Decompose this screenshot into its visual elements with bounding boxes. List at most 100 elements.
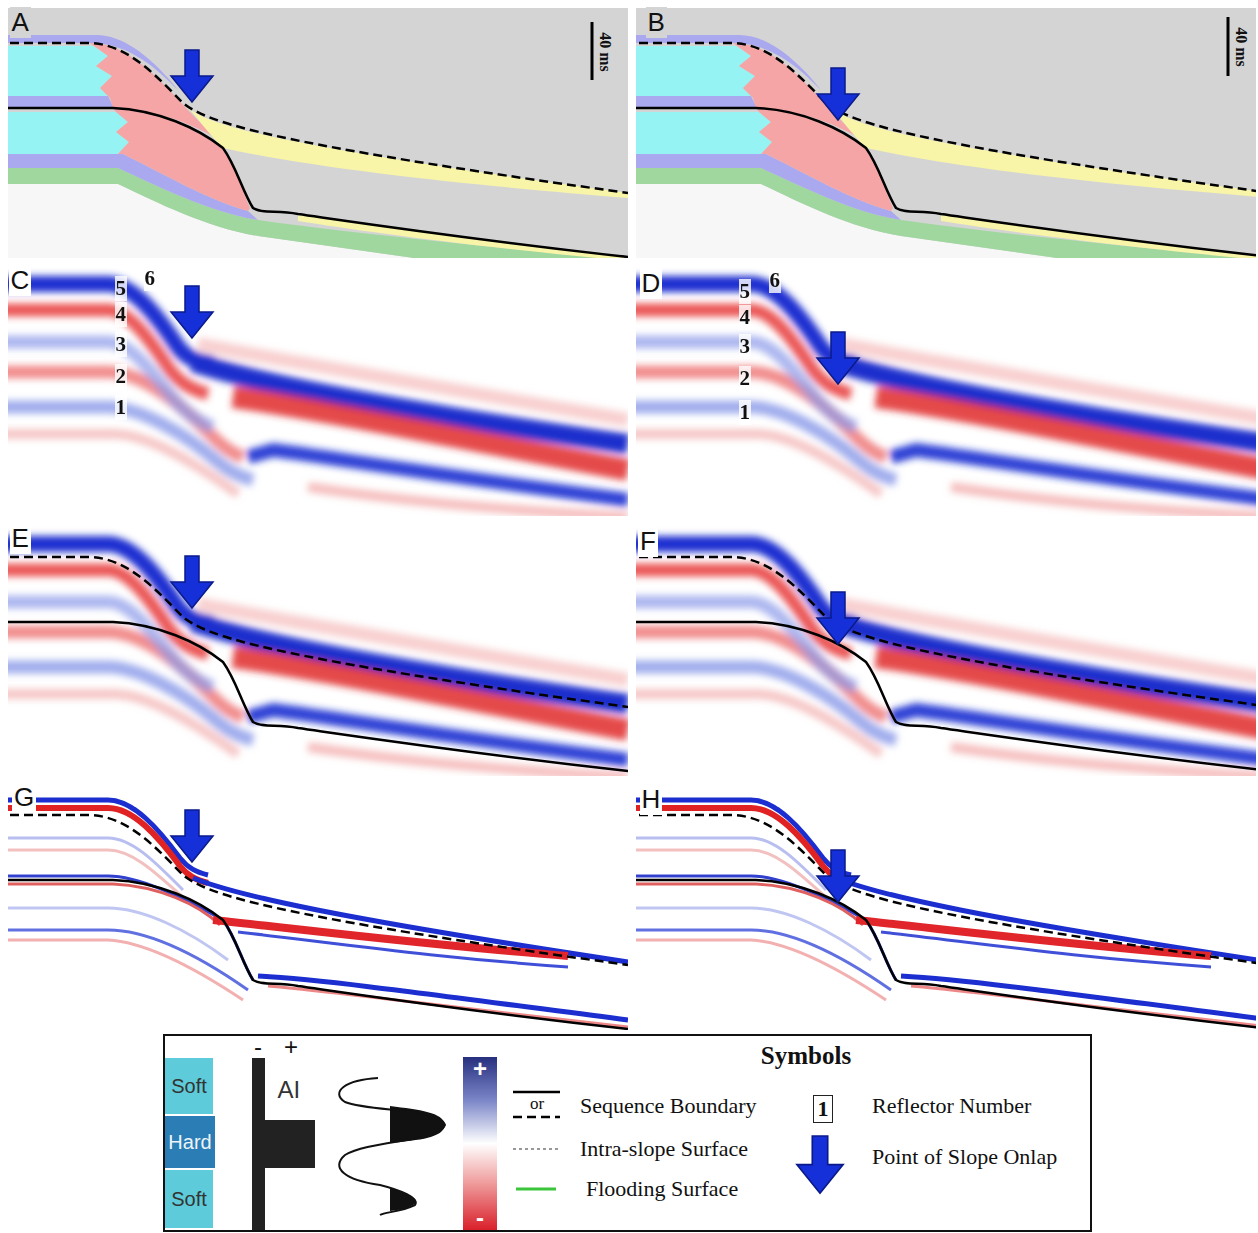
panel-model [611, 8, 1258, 261]
figure-art [797, 1136, 843, 1193]
panel-model [8, 8, 628, 258]
panel-letter: F [638, 526, 658, 557]
reflector-number: 5 [739, 279, 752, 304]
panel-seismic [0, 780, 628, 1030]
polarity-colorbar: +- [463, 1057, 497, 1230]
sample-dotted-line [513, 1148, 558, 1150]
panel-letter: C [9, 265, 32, 296]
panel-seismic [8, 522, 628, 776]
figure-art [171, 810, 213, 862]
panel-model [8, 35, 628, 258]
scale-label: 40 ms [1232, 27, 1250, 67]
panel-seismic [8, 780, 628, 1030]
panel-seismic [8, 557, 628, 771]
panel-letter: H [640, 784, 663, 815]
figure-art [817, 850, 859, 902]
panel-seismic [636, 557, 1256, 771]
node-text: 1 [818, 1098, 829, 1120]
panel-seismic [8, 815, 628, 1029]
legend-text: Intra-slope Surface [580, 1136, 748, 1162]
panel-seismic [636, 800, 1256, 1029]
lithology-box: Hard [165, 1116, 215, 1168]
panel-model [0, 8, 628, 261]
legend-frame: SymbolsSoftHardSoft+-1 [163, 1034, 1092, 1232]
reflector-number: 5 [115, 276, 128, 301]
scale-bar [591, 22, 594, 80]
scale-label: 40 ms [596, 32, 614, 72]
panel-letter: E [10, 523, 31, 554]
panel-seismic [636, 284, 1256, 516]
node-text: Soft [171, 1075, 207, 1098]
sample-dashed-line [513, 1116, 560, 1119]
panel-seismic [8, 800, 628, 1027]
figure-art [171, 556, 213, 608]
reflector-number: 6 [769, 268, 782, 293]
figure-art [797, 1136, 843, 1193]
reflector-number: 1 [115, 395, 128, 420]
impedance-sign: + [284, 1033, 298, 1061]
panel-seismic [611, 262, 1258, 517]
scale-bar [1227, 17, 1230, 76]
panel-seismic [8, 544, 628, 776]
sample-solid-line [513, 1091, 560, 1094]
node-text: - [476, 1206, 484, 1230]
panel-seismic [636, 262, 1256, 516]
panel-letter: D [640, 268, 663, 299]
figure-art [817, 68, 859, 120]
sample-green-line [516, 1188, 556, 1191]
reflector-number: 6 [144, 266, 157, 291]
panel-letter: A [10, 7, 31, 38]
figure-art [817, 332, 859, 384]
panel-seismic [636, 522, 1256, 776]
reflector-number: 2 [115, 364, 128, 389]
panel-model [636, 35, 1256, 258]
wavelet-symbol [339, 1078, 445, 1215]
figure-art [817, 592, 859, 644]
figure-art [171, 50, 213, 102]
legend-text: Sequence Boundary [580, 1093, 757, 1119]
axis-label: AI [278, 1076, 301, 1104]
node-text: Soft [171, 1188, 207, 1211]
panel-seismic [0, 262, 628, 517]
panel-letter: G [12, 782, 36, 813]
lithology-box: Soft [165, 1170, 213, 1228]
wavelet-symbol [339, 1078, 445, 1215]
panel-letter: B [646, 7, 667, 38]
panel-seismic [8, 262, 628, 516]
panel-model [636, 8, 1256, 258]
figure-art [171, 286, 213, 338]
panel-seismic [611, 780, 1258, 1030]
node-text: Symbols [761, 1042, 851, 1070]
panel-seismic [636, 284, 1256, 516]
legend-text: Reflector Number [872, 1093, 1031, 1119]
panel-seismic [611, 522, 1258, 777]
node-text: Hard [168, 1131, 211, 1154]
reflector-number: 3 [115, 332, 128, 357]
node-text: + [473, 1057, 487, 1081]
impedance-sign: - [254, 1033, 262, 1061]
panel-seismic [636, 800, 1256, 1027]
panel-model [8, 43, 628, 257]
impedance-log [252, 1058, 315, 1230]
panel-seismic [0, 522, 628, 777]
reflector-number: 4 [739, 305, 752, 330]
reflector-number: 4 [115, 302, 128, 327]
legend-text: Point of Slope Onlap [872, 1144, 1057, 1170]
panel-seismic [636, 544, 1256, 776]
reflector-number-box: 1 [813, 1095, 833, 1123]
panel-seismic [636, 815, 1256, 1029]
panel-model [636, 43, 1256, 257]
reflector-number: 2 [739, 366, 752, 391]
lithology-box: Soft [165, 1058, 213, 1114]
panel-seismic [8, 284, 628, 516]
legend-ground [163, 1034, 1092, 1232]
panel-seismic [636, 544, 1256, 776]
legend-note: or [529, 1094, 545, 1114]
panel-seismic [636, 780, 1256, 1030]
reflector-number: 3 [739, 334, 752, 359]
reflector-number: 1 [739, 400, 752, 425]
panel-model [636, 35, 1256, 258]
legend-text: Flooding Surface [586, 1176, 738, 1202]
